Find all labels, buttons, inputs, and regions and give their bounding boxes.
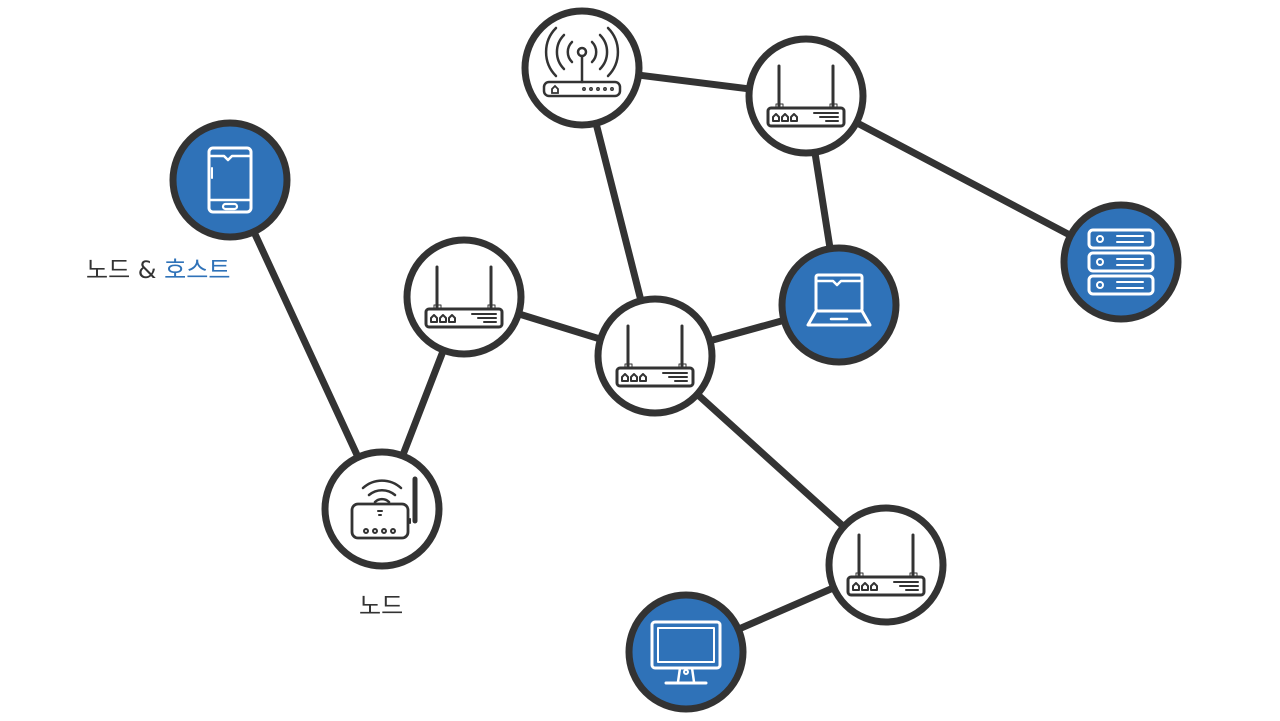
node-laptop <box>778 244 900 366</box>
node-desktop <box>625 591 747 713</box>
label-node-host-part1: 노드 & <box>86 256 157 284</box>
node-router-bottom <box>825 504 947 626</box>
node-antenna <box>521 7 643 129</box>
node-router-top <box>745 35 867 157</box>
node-wifi-router <box>321 448 443 570</box>
node-router-left <box>403 236 525 358</box>
node-router-center <box>594 295 716 417</box>
label-node-host-part2: 호스트 <box>164 256 231 284</box>
label-node-text: 노드 <box>359 592 404 620</box>
label-node: 노드 <box>359 586 403 621</box>
node-server <box>1060 201 1182 323</box>
node-phone <box>169 119 291 241</box>
label-node-host: 노드 & 호스트 <box>86 250 230 285</box>
